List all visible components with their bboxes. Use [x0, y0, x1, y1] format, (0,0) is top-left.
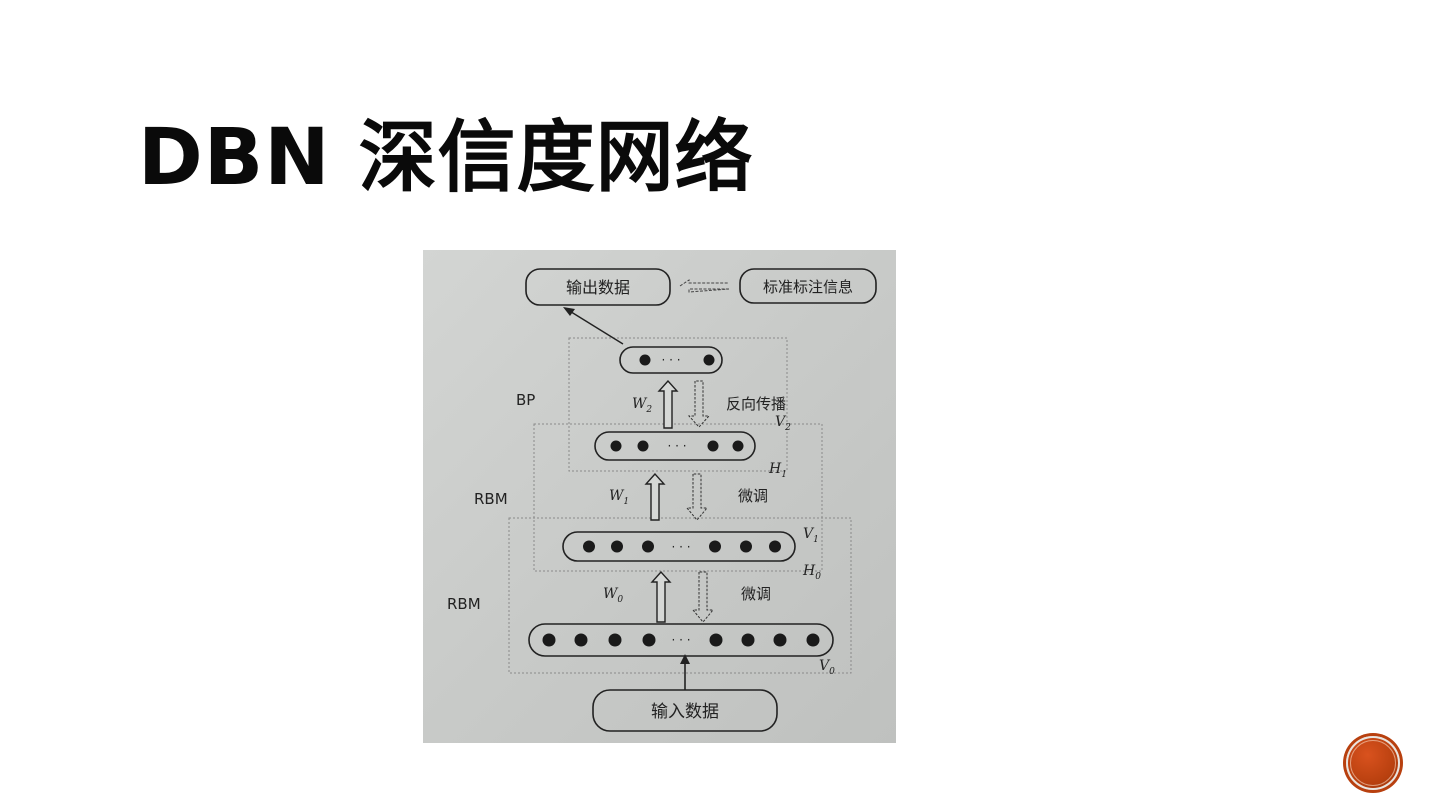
svg-text:· · ·: · · ·: [667, 439, 686, 453]
output-arrow: [563, 307, 624, 345]
layer-v1: · · ·: [562, 531, 796, 562]
w2-up-arrow: [657, 379, 679, 429]
slide-title: DBN 深信度网络: [138, 113, 754, 203]
dbn-diagram: 输出数据 标准标注信息 · · · BP W2 反向传播: [423, 250, 896, 743]
bp-label: BP: [516, 391, 535, 409]
output-data-label: 输出数据: [566, 278, 630, 297]
svg-text:· · ·: · · ·: [661, 353, 680, 367]
v1-label: V1: [803, 526, 819, 545]
input-data-label: 输入数据: [651, 702, 719, 722]
h1-label: H1: [768, 461, 787, 480]
w0-up-arrow: [650, 570, 672, 623]
finetune-down-arrow-top: [685, 473, 709, 521]
rbm-label-bottom: RBM: [447, 595, 481, 613]
top-rule: [0, 0, 1440, 14]
output-data-box: [525, 268, 671, 306]
finetune-down-arrow-bottom: [691, 571, 715, 623]
label-info-box: [739, 268, 877, 304]
rbm-label-top: RBM: [474, 490, 508, 508]
input-data-box: [592, 689, 778, 732]
v2-label: V2: [775, 414, 791, 433]
rbm-region-bottom: [508, 517, 852, 674]
layer-top: · · ·: [619, 346, 723, 374]
h0-label: H0: [802, 563, 821, 582]
label-info-label: 标准标注信息: [763, 278, 853, 296]
rbm-region-top: [533, 423, 823, 572]
v0-label: V0: [819, 658, 835, 677]
w1-label: W1: [609, 488, 629, 507]
next-button-ring: [1350, 740, 1396, 786]
finetune-label-bottom: 微调: [741, 585, 771, 603]
backprop-down-arrow: [687, 380, 711, 428]
label-to-output-arrow: [679, 279, 730, 293]
bp-region: [568, 337, 788, 472]
svg-text:· · ·: · · ·: [671, 540, 690, 554]
backprop-label: 反向传播: [726, 395, 786, 413]
finetune-label-top: 微调: [738, 487, 768, 505]
dbn-diagram-photo: 输出数据 标准标注信息 · · · BP W2 反向传播: [423, 250, 896, 743]
input-arrow: [680, 654, 690, 690]
svg-text:· · ·: · · ·: [671, 633, 690, 647]
next-slide-button[interactable]: [1346, 736, 1400, 790]
layer-v0: · · ·: [528, 623, 834, 657]
w0-label: W0: [603, 586, 623, 605]
layer-v2: · · ·: [594, 431, 756, 461]
w1-up-arrow: [644, 472, 666, 521]
w2-label: W2: [632, 396, 652, 415]
